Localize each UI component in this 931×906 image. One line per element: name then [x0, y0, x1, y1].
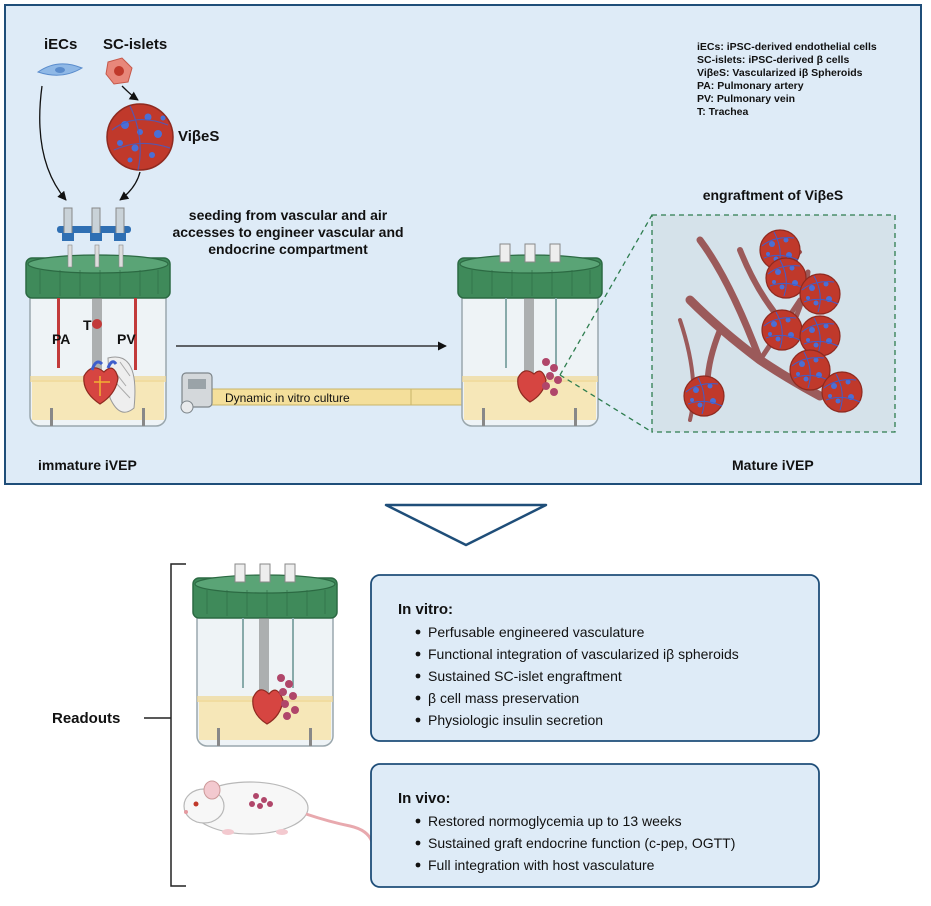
- iec-seeding-arrow: [39, 85, 67, 201]
- in-vitro-list: Perfusable engineered vasculature Functi…: [415, 624, 739, 728]
- seeding-text-line-1: seeding from vascular and air: [189, 207, 388, 223]
- list-item: Restored normoglycemia up to 13 weeks: [428, 813, 682, 829]
- list-item: Functional integration of vascularized i…: [428, 646, 739, 662]
- engraftment-title: engraftment of ViβeS: [703, 187, 844, 203]
- seeding-text-line-3: endocrine compartment: [208, 241, 368, 257]
- stopcock-manifold-icon: [57, 207, 131, 268]
- pv-label: PV: [117, 331, 136, 347]
- in-vivo-card: [370, 763, 820, 888]
- in-vivo-list: Restored normoglycemia up to 13 weeks Su…: [415, 813, 735, 873]
- in-vivo-title: In vivo:: [398, 790, 451, 807]
- islet-cell-icon: [105, 57, 133, 85]
- iecs-label: iECs: [44, 36, 77, 53]
- pa-label: PA: [52, 331, 70, 347]
- zoom-guide-lines: [559, 214, 653, 433]
- flow-down-triangle: [384, 503, 548, 547]
- islet-to-spheroid-arrow: [121, 85, 139, 101]
- mature-bioreactor-jar-icon: [457, 243, 603, 427]
- spheroid-icon: [106, 103, 174, 171]
- list-item: Perfusable engineered vasculature: [428, 624, 645, 640]
- in-vitro-title: In vitro:: [398, 601, 453, 618]
- list-item: Sustained SC-islet engraftment: [428, 668, 622, 684]
- readouts-label: Readouts: [52, 710, 120, 727]
- legend-line-1: iECs: iPSC-derived endothelial cells: [697, 41, 877, 53]
- mature-iVEP-label: Mature iVEP: [732, 457, 814, 473]
- perfusion-pump-icon: [180, 372, 213, 414]
- vibes-label: ViβeS: [178, 128, 219, 145]
- mouse-icon: [183, 780, 374, 843]
- legend-line-5: PV: Pulmonary vein: [697, 93, 795, 105]
- endothelial-cell-icon: [36, 63, 84, 76]
- immature-iVEP-label: immature iVEP: [38, 457, 137, 473]
- heart-lung-icon: [83, 360, 119, 405]
- sc-islets-label: SC-islets: [103, 36, 167, 53]
- seeding-text-line-2: accesses to engineer vascular and: [172, 224, 403, 240]
- culture-label: Dynamic in vitro culture: [225, 391, 350, 405]
- legend-line-4: PA: Pulmonary artery: [697, 80, 804, 92]
- list-item: Full integration with host vasculature: [428, 857, 655, 873]
- readouts-bracket: [144, 563, 186, 887]
- immature-bioreactor-jar-icon: [25, 254, 171, 427]
- spheroid-seeding-arrow: [119, 171, 141, 201]
- legend-line-6: T: Trachea: [697, 106, 749, 118]
- legend-line-3: ViβeS: Vascularized iβ Spheroids: [697, 67, 863, 79]
- legend-line-2: SC-islets: iPSC-derived β cells: [697, 54, 849, 66]
- list-item: Sustained graft endocrine function (c-pe…: [428, 835, 735, 851]
- t-label: T: [83, 317, 92, 333]
- readout-bioreactor-jar-icon: [192, 563, 338, 747]
- list-item: Physiologic insulin secretion: [428, 712, 603, 728]
- list-item: β cell mass preservation: [428, 690, 579, 706]
- in-vitro-card: [370, 574, 820, 742]
